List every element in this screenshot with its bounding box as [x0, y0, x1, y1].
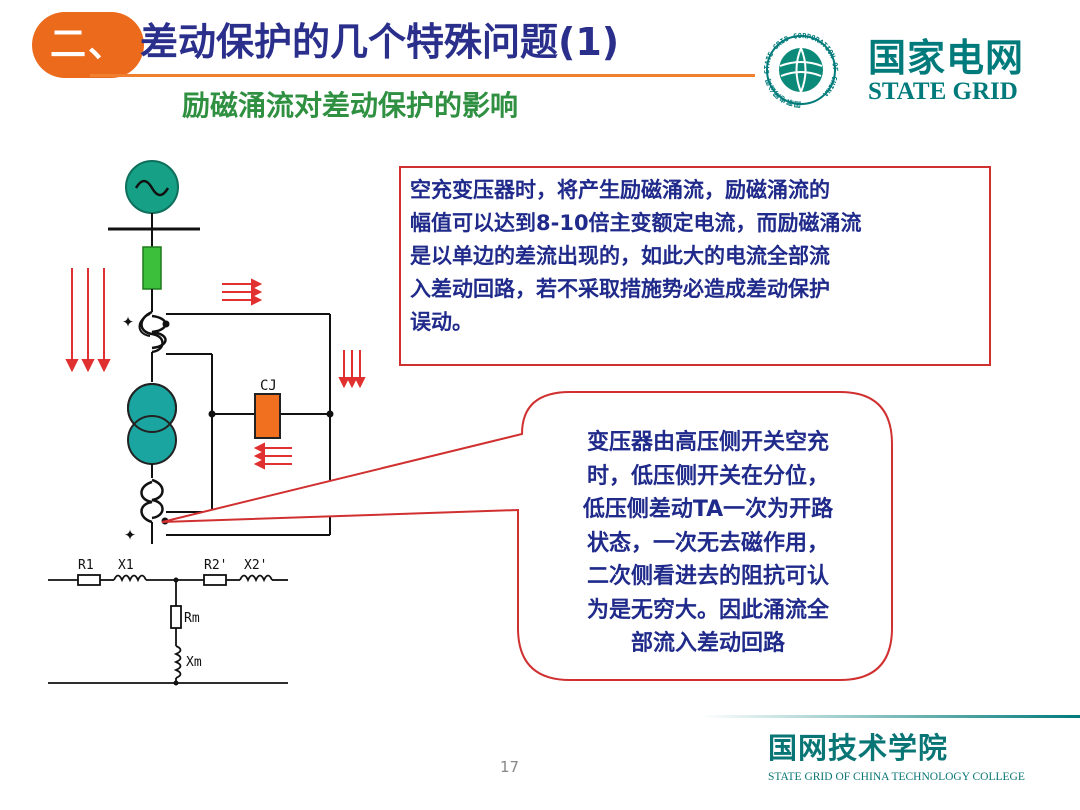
note-line: 是以单边的差流出现的，如此大的电流全部流: [410, 244, 830, 268]
note-box: [399, 166, 991, 366]
college-name-en: STATE GRID OF CHINA TECHNOLOGY COLLEGE: [768, 771, 1025, 783]
svg-text:R1: R1: [78, 558, 94, 573]
note-text: 空充变压器时，将产生励磁涌流，励磁涌流的 幅值可以达到8-10倍主变额定电流，而…: [410, 174, 985, 339]
section-badge: 二、: [32, 12, 144, 78]
callout-bubble: [161, 391, 893, 681]
state-grid-globe-logo: 国家电网公司 STATE GRID CORPORATION OF CHINA: [763, 32, 839, 109]
upper-ct-coil: [151, 314, 167, 350]
callout-line: 状态，一次无去磁作用，: [586, 530, 829, 556]
callout-line: 低压侧差动TA一次为开路: [582, 497, 834, 522]
note-line: 入差动回路，若不采取措施势必造成差动保护: [410, 277, 830, 301]
sine-wave-icon: [134, 179, 170, 197]
inrush-current-arrows: [65, 268, 366, 470]
svg-text:Xm: Xm: [186, 655, 202, 670]
callout-line: 变压器由高压侧开关空充: [586, 430, 829, 455]
svg-text:R2': R2': [204, 558, 227, 573]
slide-subtitle: 励磁涌流对差动保护的影响: [182, 89, 519, 122]
note-line: 空充变压器时，将产生励磁涌流，励磁涌流的: [410, 178, 830, 202]
differential-relay: [254, 393, 281, 439]
title-underline: [90, 74, 755, 77]
equivalent-circuit: [48, 574, 288, 684]
callout-line: 时，低压侧开关在分位，: [586, 463, 829, 489]
svg-text:X1: X1: [118, 558, 134, 573]
callout-line: 为是无穷大。因此涌流全: [586, 597, 829, 623]
circuit-breaker: [142, 246, 162, 290]
relay-label: CJ: [260, 378, 277, 394]
svg-text:X2': X2': [244, 558, 267, 573]
svg-text:✦: ✦: [122, 308, 134, 332]
callout-text: 变压器由高压侧开关空充 时，低压侧开关在分位， 低压侧差动TA一次为开路 状态，…: [548, 426, 868, 661]
svg-text:✦: ✦: [124, 521, 136, 545]
callout-line: 二次侧看进去的阻抗可认: [586, 564, 829, 589]
note-line: 误动。: [410, 310, 473, 334]
lower-ct-coil: [151, 478, 164, 520]
footer-divider: [700, 715, 1080, 718]
page-number: 17: [500, 758, 520, 776]
college-name-cn: 国网技术学院: [768, 731, 949, 765]
brand-name-cn: 国家电网: [868, 36, 1025, 80]
svg-text:Rm: Rm: [184, 611, 200, 626]
brand-name-en: STATE GRID: [868, 78, 1018, 105]
callout-line: 部流入差动回路: [630, 631, 785, 656]
circuit-diagram: ✦ ✦ CJ: [48, 160, 366, 686]
note-line: 幅值可以达到8-10倍主变额定电流，而励磁涌流: [410, 211, 862, 235]
slide-title: 差动保护的几个特殊问题(1): [140, 20, 620, 64]
